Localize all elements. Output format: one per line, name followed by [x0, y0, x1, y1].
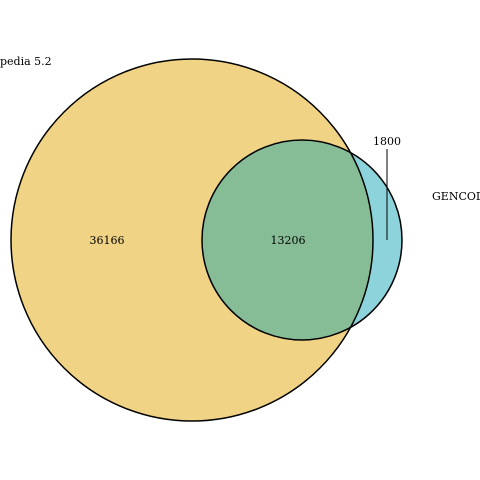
set-a-only-count: 36166 [90, 234, 125, 247]
set-a-outline [10, 58, 374, 422]
set-b-only-count: 1800 [373, 135, 401, 148]
set-b-label: GENCOD [432, 190, 480, 203]
set-a-label: pedia 5.2 [0, 55, 52, 68]
intersection-region [202, 140, 373, 340]
set-b-outline [201, 139, 403, 341]
intersection-count: 13206 [271, 234, 306, 247]
